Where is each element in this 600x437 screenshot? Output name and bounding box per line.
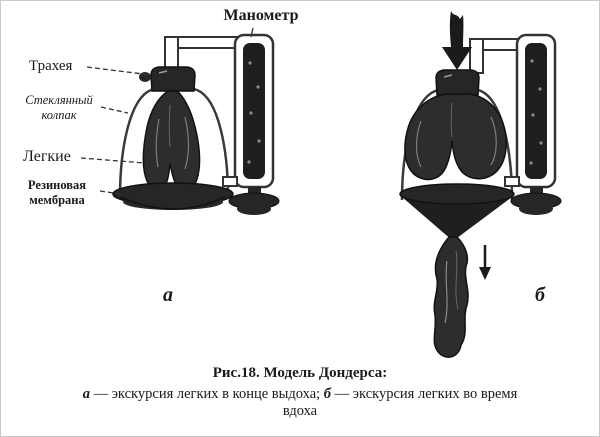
leader-line-trachea bbox=[86, 66, 152, 76]
label-glass-bell: Стеклянный колпак bbox=[25, 93, 93, 122]
leader-line-membrane bbox=[99, 190, 122, 195]
leader-line-manometer bbox=[250, 27, 254, 38]
caption: Рис.18. Модель Дондерса: а — экскурсия л… bbox=[1, 365, 599, 420]
caption-a-letter: а bbox=[82, 386, 90, 402]
lungs-a bbox=[142, 90, 201, 192]
pull-arrow-icon bbox=[479, 245, 491, 280]
lungs-b bbox=[404, 93, 507, 181]
leader-lines bbox=[80, 27, 254, 195]
caption-title: Рис.18. Модель Дондерса: bbox=[212, 365, 388, 381]
stopper-a bbox=[139, 66, 196, 92]
label-lungs: Легкие bbox=[23, 148, 71, 165]
figure-a-letter: а bbox=[163, 284, 173, 306]
manometer-stand-b bbox=[510, 187, 562, 215]
manometer-b bbox=[504, 33, 557, 189]
air-in-arrow-icon bbox=[442, 11, 472, 70]
stopper-b bbox=[435, 69, 480, 96]
manometer-stand-a bbox=[228, 187, 280, 215]
caption-a-text: — экскурсия легких в конце выдоха; bbox=[89, 386, 324, 402]
manometer-a bbox=[222, 33, 275, 189]
figure-b bbox=[399, 11, 562, 358]
label-rubber-membrane: Резиновая мембрана bbox=[27, 178, 87, 207]
trachea-tube-b bbox=[469, 38, 524, 74]
caption-b-letter: б bbox=[323, 386, 332, 402]
rubber-membrane-a bbox=[112, 182, 234, 210]
leader-line-glass-bell bbox=[100, 106, 129, 114]
label-manometer: Манометр bbox=[223, 7, 299, 24]
pulling-hand-b bbox=[433, 236, 469, 358]
caption-line-1: а — экскурсия легких в конце выдоха; б —… bbox=[1, 386, 599, 403]
label-trachea: Трахея bbox=[29, 58, 73, 74]
figure-a bbox=[112, 33, 280, 215]
caption-line-2: вдоха bbox=[282, 403, 318, 419]
figure-b-letter: б bbox=[535, 284, 545, 306]
caption-b-text: — экскурсия легких во время bbox=[331, 386, 518, 402]
leader-line-lungs bbox=[80, 157, 146, 164]
rubber-membrane-b bbox=[399, 183, 515, 241]
